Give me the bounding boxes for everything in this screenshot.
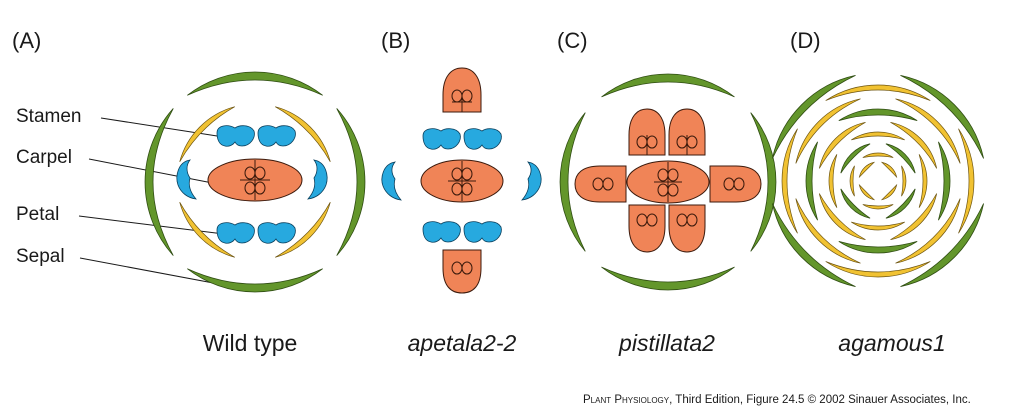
carpel — [207, 158, 303, 202]
sepal — [601, 73, 735, 98]
stamen-leader — [100, 117, 231, 139]
panel-a-label: (A) — [12, 28, 42, 53]
carpel — [420, 159, 504, 203]
carpel — [668, 108, 706, 156]
sepal — [336, 108, 366, 256]
petal — [179, 202, 235, 258]
sepal — [840, 143, 871, 174]
petal — [275, 106, 331, 162]
pistillata2-caption: pistillata2 — [619, 330, 715, 356]
stamen — [422, 221, 461, 243]
sepal — [840, 188, 871, 219]
sepal — [885, 188, 916, 219]
petal — [781, 128, 798, 234]
petal — [795, 198, 861, 264]
agamous1-diagram — [772, 75, 984, 287]
book-title: Plant Physiology — [583, 394, 670, 406]
sepal — [772, 75, 856, 159]
sepal — [805, 141, 818, 221]
petal — [895, 98, 961, 164]
sepal — [601, 266, 735, 291]
stamen — [463, 221, 502, 243]
petal — [901, 165, 907, 197]
stamen — [216, 222, 255, 244]
stamen — [381, 161, 402, 201]
sepal — [187, 71, 323, 96]
carpel — [709, 165, 762, 203]
carpel — [574, 165, 627, 203]
agamous1-caption: agamous1 — [838, 330, 946, 356]
sepal — [750, 112, 777, 252]
apetala2-2-caption: apetala2-2 — [407, 330, 517, 356]
carpel — [442, 67, 482, 113]
petal — [862, 152, 894, 158]
sepal — [900, 75, 984, 159]
figure-credit: Plant Physiology, Third Edition, Figure … — [583, 394, 971, 406]
panel-b-label: (B) — [381, 28, 411, 53]
petal — [825, 261, 931, 278]
wild-type-diagram — [144, 71, 366, 293]
wild-type-stamens — [176, 125, 328, 244]
petal — [862, 204, 894, 210]
petal — [880, 183, 898, 201]
stamen-label: Stamen — [16, 106, 82, 127]
stamen — [216, 125, 255, 147]
sepal — [187, 268, 323, 293]
petal-label: Petal — [16, 204, 60, 225]
stamen — [257, 125, 296, 147]
petal — [825, 84, 931, 101]
petal — [795, 98, 861, 164]
stamen — [422, 128, 461, 150]
wild-type-caption: Wild type — [202, 330, 298, 356]
apetala2-2-diagram — [381, 67, 542, 294]
sepal — [938, 141, 951, 221]
petal — [275, 202, 331, 258]
sepal — [885, 143, 916, 174]
petal — [851, 131, 905, 141]
sepal — [559, 112, 586, 252]
petal — [828, 154, 838, 208]
panel-c-label: (C) — [557, 28, 588, 53]
petal — [895, 198, 961, 264]
petal — [818, 193, 866, 241]
petal — [858, 183, 876, 201]
sepal — [838, 241, 918, 254]
carpel-leader — [88, 158, 229, 187]
stamen — [463, 128, 502, 150]
petal — [890, 121, 938, 169]
stamen — [176, 159, 197, 200]
sepal — [838, 108, 918, 121]
petal — [918, 154, 928, 208]
petal — [851, 221, 905, 231]
pistillata2-diagram — [559, 73, 777, 291]
stamen — [257, 222, 296, 244]
sepal — [144, 108, 174, 256]
panel-d-label: (D) — [790, 28, 821, 53]
stamen — [521, 161, 542, 201]
petal — [858, 161, 876, 179]
sepal-label: Sepal — [16, 246, 65, 267]
petal — [880, 161, 898, 179]
carpel — [668, 204, 706, 253]
sepal — [900, 203, 984, 287]
petal — [179, 106, 235, 162]
sepal — [772, 203, 856, 287]
petal — [818, 121, 866, 169]
carpel-label: Carpel — [16, 147, 72, 168]
stamen — [307, 159, 328, 200]
carpel — [442, 249, 482, 294]
petal — [958, 128, 975, 234]
carpel — [628, 108, 666, 156]
petal — [890, 193, 938, 241]
carpel — [626, 160, 710, 204]
petal — [849, 165, 855, 197]
carpel — [628, 204, 666, 253]
credit-text: , Third Edition, Figure 24.5 © 2002 Sina… — [669, 394, 971, 406]
